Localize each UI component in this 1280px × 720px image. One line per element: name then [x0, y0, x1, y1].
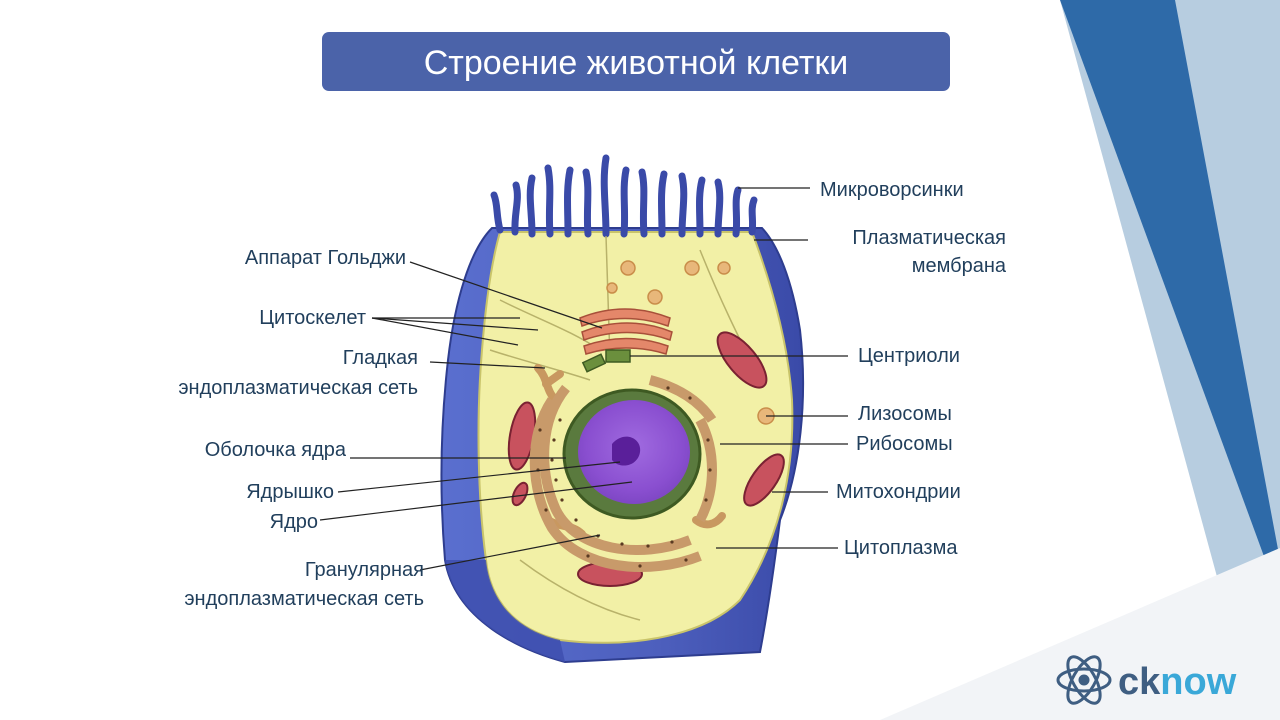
- labels: Микроворсинки Плазматическая мембрана Ап…: [178, 179, 1007, 610]
- label-centrioles: Центриоли: [858, 345, 960, 367]
- label-membrane-line1: Плазматическая: [852, 227, 1006, 249]
- centrioles: [581, 349, 631, 373]
- label-golgi: Аппарат Гольджи: [245, 247, 406, 269]
- golgi-apparatus: [579, 308, 673, 355]
- label-membrane-line2: мембрана: [912, 255, 1007, 277]
- label-rough-er-line2: эндоплазматическая сеть: [184, 588, 424, 610]
- label-lysosomes: Лизосомы: [858, 403, 952, 425]
- label-ribosomes: Рибосомы: [856, 433, 953, 455]
- mitochondria: [507, 331, 785, 587]
- label-rough-er-line1: Гранулярная: [305, 559, 424, 581]
- background-decoration: [880, 0, 1280, 720]
- cell-illustration: [440, 154, 805, 664]
- title-banner: [322, 32, 950, 91]
- nucleolus-shape: [612, 436, 641, 466]
- rough-er: [529, 375, 717, 573]
- logo-text: cknow: [1118, 661, 1237, 703]
- label-nucleus: Ядро: [270, 511, 318, 533]
- membrane-front-face: [445, 560, 565, 662]
- label-microvilli: Микроворсинки: [820, 179, 964, 201]
- label-smooth-er-line1: Гладкая: [343, 347, 418, 369]
- label-smooth-er-line2: эндоплазматическая сеть: [178, 377, 418, 399]
- nucleus: [562, 388, 702, 520]
- atom-icon: [1056, 655, 1112, 705]
- label-nuclear-envelope: Оболочка ядра: [205, 439, 347, 461]
- title-text: Строение животной клетки: [424, 44, 849, 82]
- microvilli: [490, 154, 758, 238]
- slide-title: Строение животной клетки: [322, 32, 950, 91]
- label-nucleolus: Ядрышко: [246, 481, 334, 503]
- leader-lines: [319, 187, 848, 571]
- label-cytoplasm: Цитоплазма: [844, 537, 958, 559]
- label-cytoskeleton: Цитоскелет: [259, 307, 366, 329]
- label-mitochondria: Митохондрии: [836, 481, 961, 503]
- ribosomes: [536, 386, 712, 568]
- cknow-logo: cknow: [1056, 655, 1237, 705]
